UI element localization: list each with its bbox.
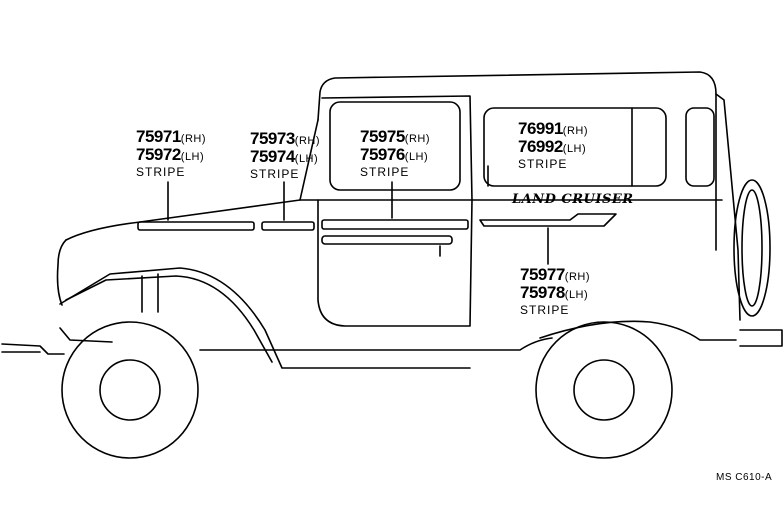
front-wheel-rim bbox=[99, 359, 161, 421]
stripe-cowl bbox=[261, 221, 315, 231]
callout-75977: 75977(RH) 75978(LH) STRIPE bbox=[520, 266, 590, 318]
part-caption: STRIPE bbox=[360, 165, 410, 179]
hood-front bbox=[56, 239, 67, 306]
side-rh: (RH) bbox=[562, 125, 588, 137]
side-lh: (LH) bbox=[562, 143, 587, 155]
front-wheel bbox=[61, 321, 199, 459]
cab-front-pillar bbox=[299, 119, 319, 201]
body-lower-line bbox=[59, 327, 113, 343]
side-lh: (LH) bbox=[564, 289, 589, 301]
part-number-lh: 76992 bbox=[518, 137, 563, 156]
fender-inner bbox=[65, 275, 273, 363]
side-rh: (RH) bbox=[180, 133, 206, 145]
rear-wheel-rim bbox=[573, 359, 635, 421]
side-lh: (LH) bbox=[180, 151, 205, 163]
part-caption: STRIPE bbox=[250, 167, 300, 181]
side-rh: (RH) bbox=[294, 135, 320, 147]
part-number-rh: 75977 bbox=[520, 265, 565, 284]
part-number-lh: 75972 bbox=[136, 145, 181, 164]
door-outline bbox=[317, 199, 473, 327]
side-window-large bbox=[483, 107, 667, 187]
rear-fender bbox=[539, 320, 737, 341]
stripe-rear bbox=[479, 213, 617, 227]
part-number-lh: 75976 bbox=[360, 145, 405, 164]
rear-bumper bbox=[739, 329, 783, 347]
side-rh: (RH) bbox=[404, 133, 430, 145]
callout-75971: 75971(RH) 75972(LH) STRIPE bbox=[136, 128, 206, 180]
callout-75975: 75975(RH) 75976(LH) STRIPE bbox=[360, 128, 430, 180]
door-frame bbox=[321, 95, 473, 201]
stripe-door bbox=[321, 219, 469, 230]
part-number-lh: 75974 bbox=[250, 147, 295, 166]
door-window bbox=[329, 101, 461, 191]
roof-outline bbox=[317, 71, 717, 251]
body-rear-edge bbox=[715, 93, 741, 321]
rear-quarter-window bbox=[685, 107, 715, 187]
part-caption: STRIPE bbox=[136, 165, 186, 179]
part-number-lh: 75978 bbox=[520, 283, 565, 302]
drawing-reference-code: MS C610-A bbox=[716, 472, 773, 483]
part-caption: STRIPE bbox=[520, 303, 570, 317]
front-fender bbox=[59, 267, 471, 369]
part-caption: STRIPE bbox=[518, 157, 568, 171]
part-number-rh: 76991 bbox=[518, 119, 563, 138]
door-handle-strip bbox=[321, 235, 453, 245]
part-number-rh: 75971 bbox=[136, 127, 181, 146]
callout-76991: 76991(RH) 76992(LH) STRIPE bbox=[518, 120, 588, 172]
rocker-panel bbox=[199, 337, 553, 351]
side-rh: (RH) bbox=[564, 271, 590, 283]
rear-wheel bbox=[535, 321, 673, 459]
spare-tire-inner bbox=[741, 189, 763, 307]
land-cruiser-emblem: LAND CRUISER bbox=[512, 192, 634, 207]
side-lh: (LH) bbox=[294, 153, 319, 165]
part-number-rh: 75975 bbox=[360, 127, 405, 146]
callout-75973: 75973(RH) 75974(LH) STRIPE bbox=[250, 130, 320, 182]
stripe-hood bbox=[137, 221, 255, 231]
front-bumper bbox=[1, 343, 65, 355]
spare-tire bbox=[733, 179, 771, 317]
part-number-rh: 75973 bbox=[250, 129, 295, 148]
side-lh: (LH) bbox=[404, 151, 429, 163]
